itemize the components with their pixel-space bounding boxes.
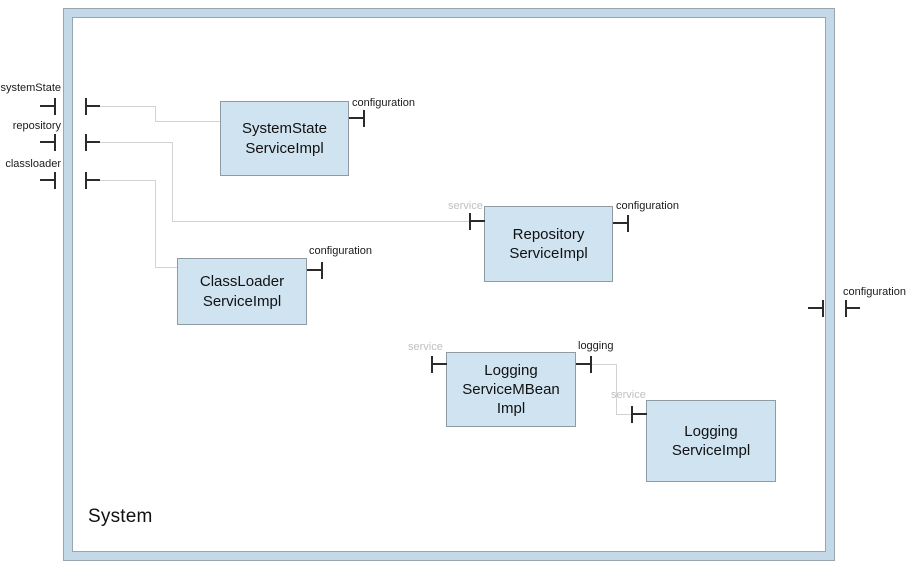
port-stem-icon [470, 220, 485, 222]
connector-repository-v1 [172, 142, 173, 222]
connector-systemstate-v1 [155, 106, 156, 121]
port-bar-icon [469, 212, 471, 230]
port-bar-icon [85, 171, 87, 189]
system-label: System [88, 506, 153, 527]
port-label-classloader-configuration: configuration [309, 245, 372, 257]
port-bar-icon [363, 109, 365, 127]
port-stem-icon [576, 363, 590, 365]
port-bar-icon [54, 133, 56, 151]
port-label-loggingmbean-service: service [408, 341, 443, 353]
connector-classloader-v1 [155, 180, 156, 267]
port-stem-icon [86, 105, 100, 107]
port-stem-icon [846, 307, 860, 309]
port-bar-icon [590, 355, 592, 373]
component-repository-label: Repository ServiceImpl [509, 225, 588, 262]
connector-systemstate-h2 [155, 121, 220, 122]
connector-logging-v1 [616, 364, 617, 415]
port-stem-icon [86, 179, 100, 181]
port-bar-icon [631, 405, 633, 423]
port-bar-icon [85, 97, 87, 115]
component-logging-label: Logging ServiceImpl [671, 422, 751, 459]
component-loggingmbean[interactable]: Logging ServiceMBean Impl [446, 352, 576, 427]
port-bar-icon [54, 97, 56, 115]
port-bar-icon [431, 355, 433, 373]
port-label-logging-service: service [611, 389, 646, 401]
port-stem-icon [40, 179, 54, 181]
port-label-repository: repository [12, 120, 61, 132]
component-classloader[interactable]: ClassLoader ServiceImpl [177, 258, 307, 325]
component-systemstate-label: SystemState ServiceImpl [241, 120, 328, 157]
port-bar-icon [321, 261, 323, 279]
port-stem-icon [307, 269, 321, 271]
port-stem-icon [808, 307, 822, 309]
connector-classloader-h1 [86, 180, 156, 181]
component-systemstate[interactable]: SystemState ServiceImpl [220, 101, 349, 176]
connector-logging-h1 [576, 364, 617, 365]
port-stem-icon [40, 141, 54, 143]
port-stem-icon [86, 141, 100, 143]
port-bar-icon [54, 171, 56, 189]
port-label-repository-service: service [448, 200, 483, 212]
port-label-loggingmbean-logging: logging [578, 340, 614, 352]
port-bar-icon [845, 299, 847, 317]
connector-repository-h2 [172, 221, 469, 222]
port-bar-icon [85, 133, 87, 151]
connector-classloader-h2 [155, 267, 178, 268]
component-logging[interactable]: Logging ServiceImpl [646, 400, 776, 482]
port-label-systemstate: systemState [0, 82, 61, 94]
component-loggingmbean-label: Logging ServiceMBean Impl [462, 361, 560, 418]
port-label-repository-configuration: configuration [616, 200, 679, 212]
port-stem-icon [632, 413, 647, 415]
port-stem-icon [613, 222, 627, 224]
component-classloader-label: ClassLoader ServiceImpl [199, 273, 285, 310]
connector-systemstate-h1 [86, 106, 156, 107]
component-repository[interactable]: Repository ServiceImpl [484, 206, 613, 282]
port-label-classloader: classloader [5, 158, 61, 170]
port-stem-icon [40, 105, 54, 107]
port-stem-icon [349, 117, 363, 119]
port-bar-icon [822, 299, 824, 317]
port-label-systemstate-configuration: configuration [352, 97, 415, 109]
connector-repository-h1 [86, 142, 173, 143]
port-stem-icon [432, 363, 447, 365]
port-label-configuration-right: configuration [843, 286, 906, 298]
port-bar-icon [627, 214, 629, 232]
